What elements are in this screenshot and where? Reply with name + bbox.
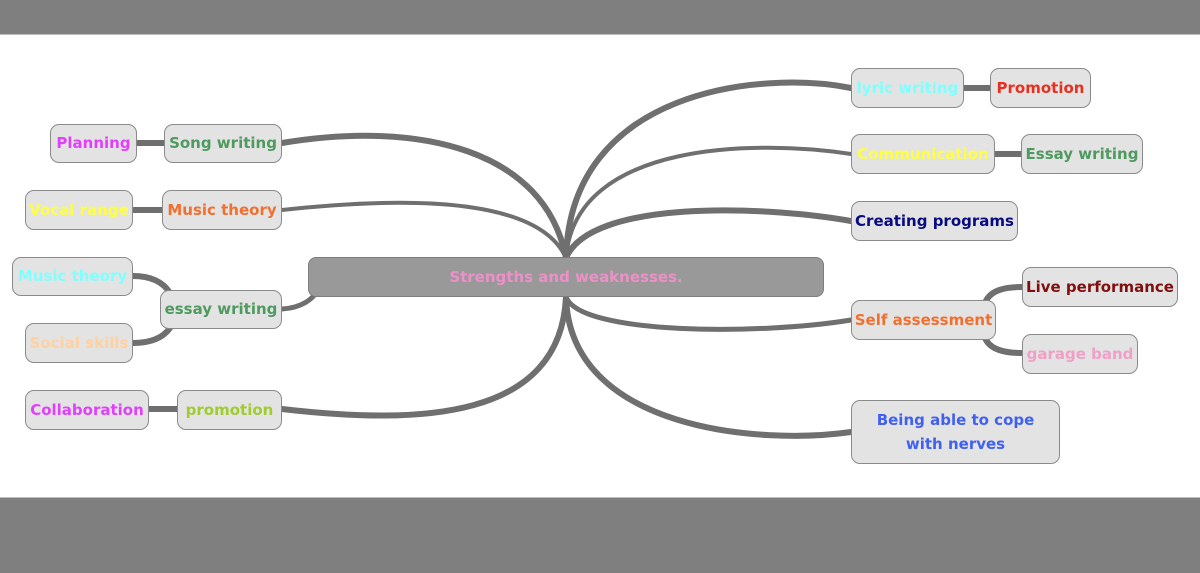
node-garage-band[interactable]: garage band bbox=[1022, 334, 1138, 374]
central-topic[interactable]: Strengths and weaknesses. bbox=[308, 257, 824, 297]
node-coping-with-nerves[interactable]: Being able to cope with nerves bbox=[851, 400, 1060, 464]
node-self-assessment[interactable]: Self assessment bbox=[851, 300, 996, 340]
node-creating-programs[interactable]: Creating programs bbox=[851, 201, 1018, 241]
bottom-panel bbox=[0, 497, 1200, 573]
node-vocal-range[interactable]: Vocal range bbox=[25, 190, 133, 230]
node-song-writing[interactable]: Song writing bbox=[164, 124, 282, 163]
node-essay-writing-right[interactable]: Essay writing bbox=[1021, 134, 1143, 174]
node-essay-writing[interactable]: essay writing bbox=[160, 290, 282, 329]
node-promotion[interactable]: promotion bbox=[177, 390, 282, 430]
node-planning[interactable]: Planning bbox=[50, 124, 137, 163]
node-live-performance[interactable]: Live performance bbox=[1022, 267, 1178, 307]
node-social-skills[interactable]: Social skills bbox=[25, 323, 133, 363]
central-topic-label: Strengths and weaknesses. bbox=[449, 268, 683, 286]
node-lyric-writing[interactable]: lyric writing bbox=[851, 68, 964, 108]
node-promotion-right[interactable]: Promotion bbox=[990, 68, 1091, 108]
node-collaboration[interactable]: Collaboration bbox=[25, 390, 149, 430]
node-music-theory-2[interactable]: Music theory bbox=[12, 257, 133, 296]
node-music-theory[interactable]: Music theory bbox=[162, 190, 282, 230]
node-communication[interactable]: Communication bbox=[851, 134, 995, 174]
top-toolbar bbox=[0, 0, 1200, 35]
